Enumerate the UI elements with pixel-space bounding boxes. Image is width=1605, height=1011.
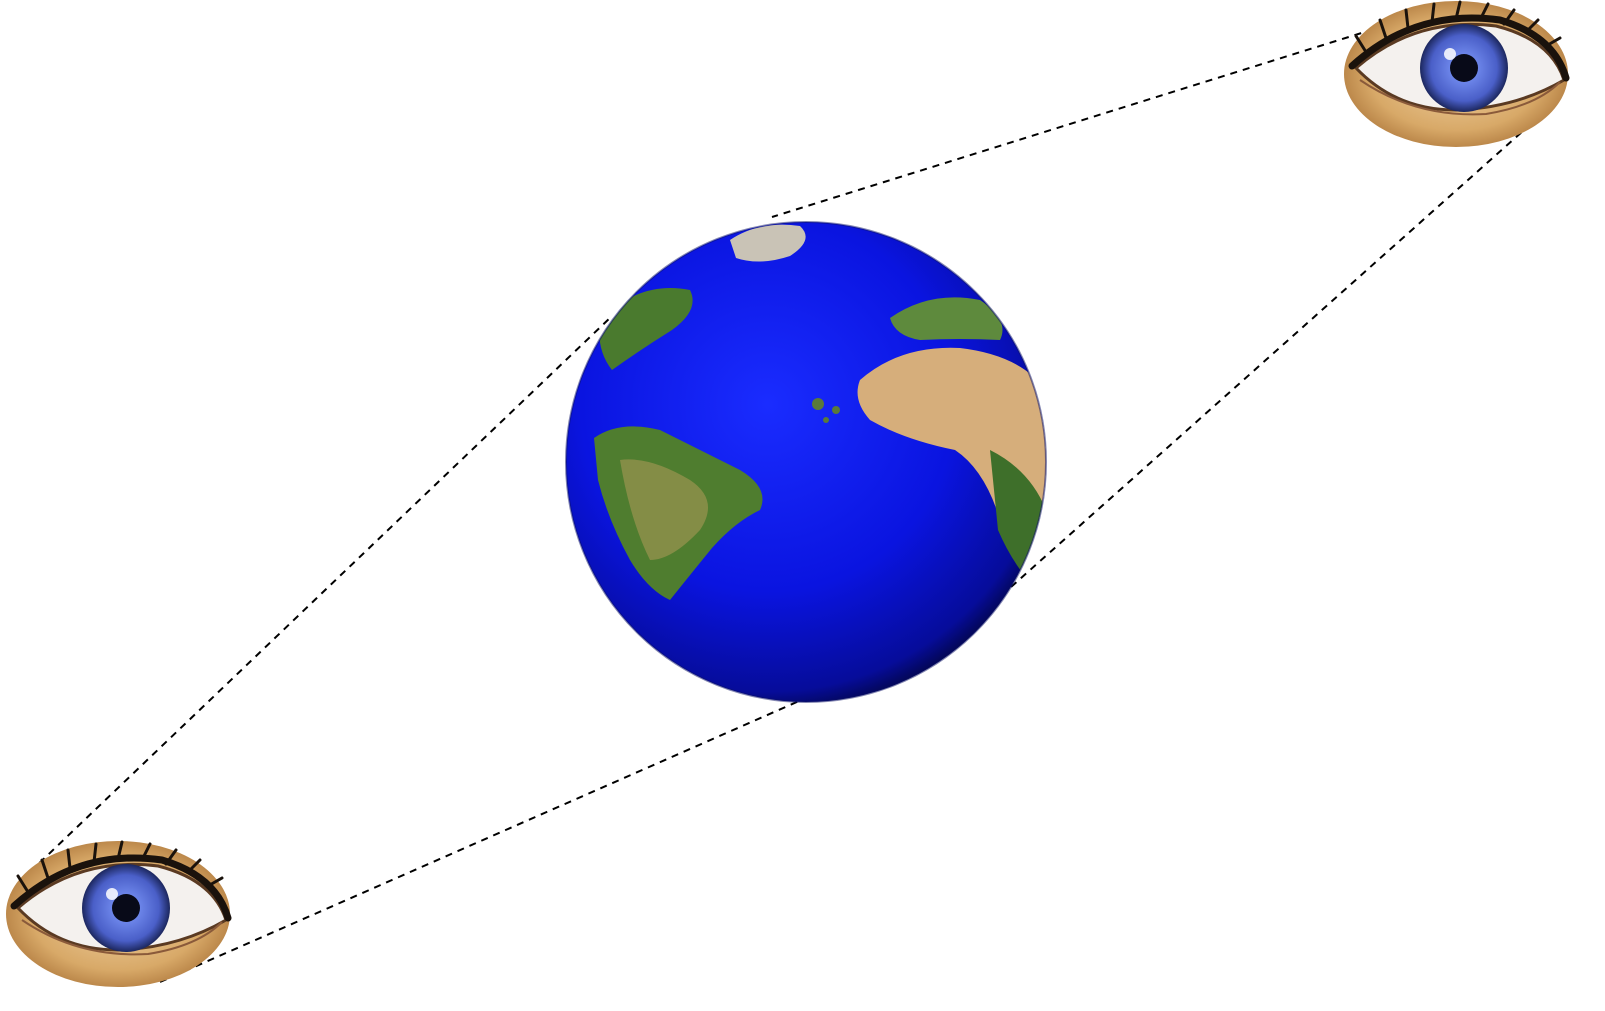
sight-line-top <box>772 6 1448 217</box>
eye-bottom-left-icon <box>6 841 230 987</box>
sight-line-bottom-left <box>30 316 612 872</box>
sight-line-bottom <box>160 676 856 982</box>
eye-top-right-icon <box>1344 1 1568 147</box>
earth-globe-icon <box>566 222 1046 702</box>
sight-line-top-right <box>938 98 1560 652</box>
